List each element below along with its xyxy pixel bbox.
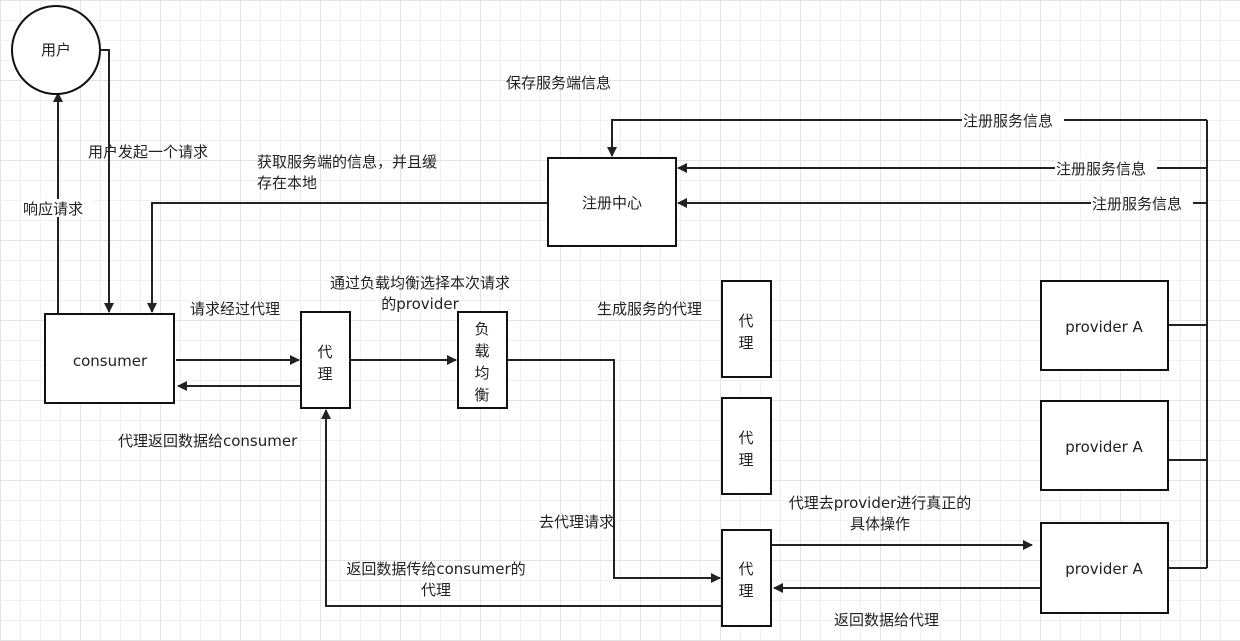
label-return-to-consumer-proxy-line-1: 返回数据传给consumer的 [346, 560, 525, 578]
label-register-3: 注册服务信息 [1092, 195, 1182, 213]
registry-label: 注册中心 [582, 194, 642, 212]
label-select-provider-line-1: 通过负载均衡选择本次请求 [330, 274, 510, 292]
label-proxy-return: 代理返回数据给consumer [118, 432, 298, 450]
user-circle [11, 5, 101, 95]
label-return-to-consumer-proxy-line-2: 代理 [421, 581, 451, 599]
provider-box-2 [1040, 400, 1169, 491]
label-go-proxy-request: 去代理请求 [539, 513, 614, 531]
user-label: 用户 [41, 41, 71, 59]
label-proxy-to-provider-line-1: 代理去provider进行真正的 [789, 494, 972, 512]
provider-proxy-box [721, 529, 772, 627]
provider-box-1 [1040, 280, 1169, 371]
generated-proxy-1-char-1: 代 [738, 312, 753, 330]
label-return-to-proxy: 返回数据给代理 [834, 611, 939, 629]
edge-lb-to-provider-proxy [508, 359, 721, 583]
generated-proxy-node-1: 代 理 [721, 280, 772, 378]
user-node: 用户 [11, 5, 101, 95]
registry-box [547, 157, 677, 247]
provider-label-3: provider A [1065, 560, 1143, 578]
edge-labels: 保存服务端信息 注册服务信息 注册服务信息 注册服务信息 用户发起一个请求 响应… [22, 74, 1193, 629]
edge-provider-proxy-to-consumer-proxy [321, 409, 722, 607]
provider-node-1: provider A [1040, 280, 1169, 371]
consumer-proxy-char-2: 理 [317, 365, 332, 383]
provider-box-3 [1040, 522, 1169, 614]
consumer-label: consumer [73, 352, 148, 370]
label-proxy-to-provider-line-2: 具体操作 [850, 515, 910, 533]
load-balancer-char-4: 衡 [474, 386, 489, 404]
label-bg-register-2 [1055, 159, 1157, 177]
label-save-server-info: 保存服务端信息 [506, 74, 611, 92]
provider-proxy-char-1: 代 [738, 560, 753, 578]
provider-proxy-char-2: 理 [738, 582, 753, 600]
provider-node-2: provider A [1040, 400, 1169, 491]
generated-proxy-node-2: 代 理 [721, 397, 772, 495]
label-response: 响应请求 [23, 200, 83, 218]
label-register-1: 注册服务信息 [963, 112, 1053, 130]
consumer-node: consumer [44, 313, 175, 404]
label-request-via-proxy: 请求经过代理 [190, 300, 280, 318]
load-balancer-box [457, 311, 508, 409]
label-fetch-info-line-2: 存在本地 [257, 174, 317, 192]
generated-proxy-1-char-2: 理 [738, 334, 753, 352]
edge-user-to-consumer [99, 49, 114, 313]
load-balancer-char-2: 载 [474, 342, 489, 360]
provider-proxy-node: 代 理 [721, 529, 772, 627]
consumer-proxy-char-1: 代 [317, 343, 332, 361]
label-select-provider-line-2: 的provider [381, 295, 459, 313]
provider-label-1: provider A [1065, 318, 1143, 336]
generated-proxy-2-char-2: 理 [738, 451, 753, 469]
consumer-proxy-box [300, 311, 351, 409]
load-balancer-char-1: 负 [474, 320, 489, 338]
provider-node-3: provider A [1040, 522, 1169, 614]
label-bg-register-1 [962, 111, 1064, 129]
registry-node: 注册中心 [547, 157, 677, 247]
provider-label-2: provider A [1065, 438, 1143, 456]
label-fetch-info-line-1: 获取服务端的信息，并且缓 [257, 153, 437, 171]
load-balancer-char-3: 均 [474, 364, 489, 382]
consumer-box [44, 313, 175, 404]
load-balancer-node: 负 载 均 衡 [457, 311, 508, 409]
label-bg-register-3 [1091, 194, 1193, 212]
label-user-request: 用户发起一个请求 [88, 143, 208, 161]
generated-proxy-2-char-1: 代 [738, 429, 753, 447]
consumer-proxy-node: 代 理 [300, 311, 351, 409]
edge-register-top [607, 119, 1207, 157]
generated-proxy-box-2 [721, 397, 772, 495]
generated-proxy-box-1 [721, 280, 772, 378]
label-bg-response [22, 199, 94, 217]
label-generate-proxy: 生成服务的代理 [597, 300, 702, 318]
label-register-2: 注册服务信息 [1056, 160, 1146, 178]
edge-registry-to-consumer [147, 202, 547, 313]
edges [53, 49, 1208, 607]
